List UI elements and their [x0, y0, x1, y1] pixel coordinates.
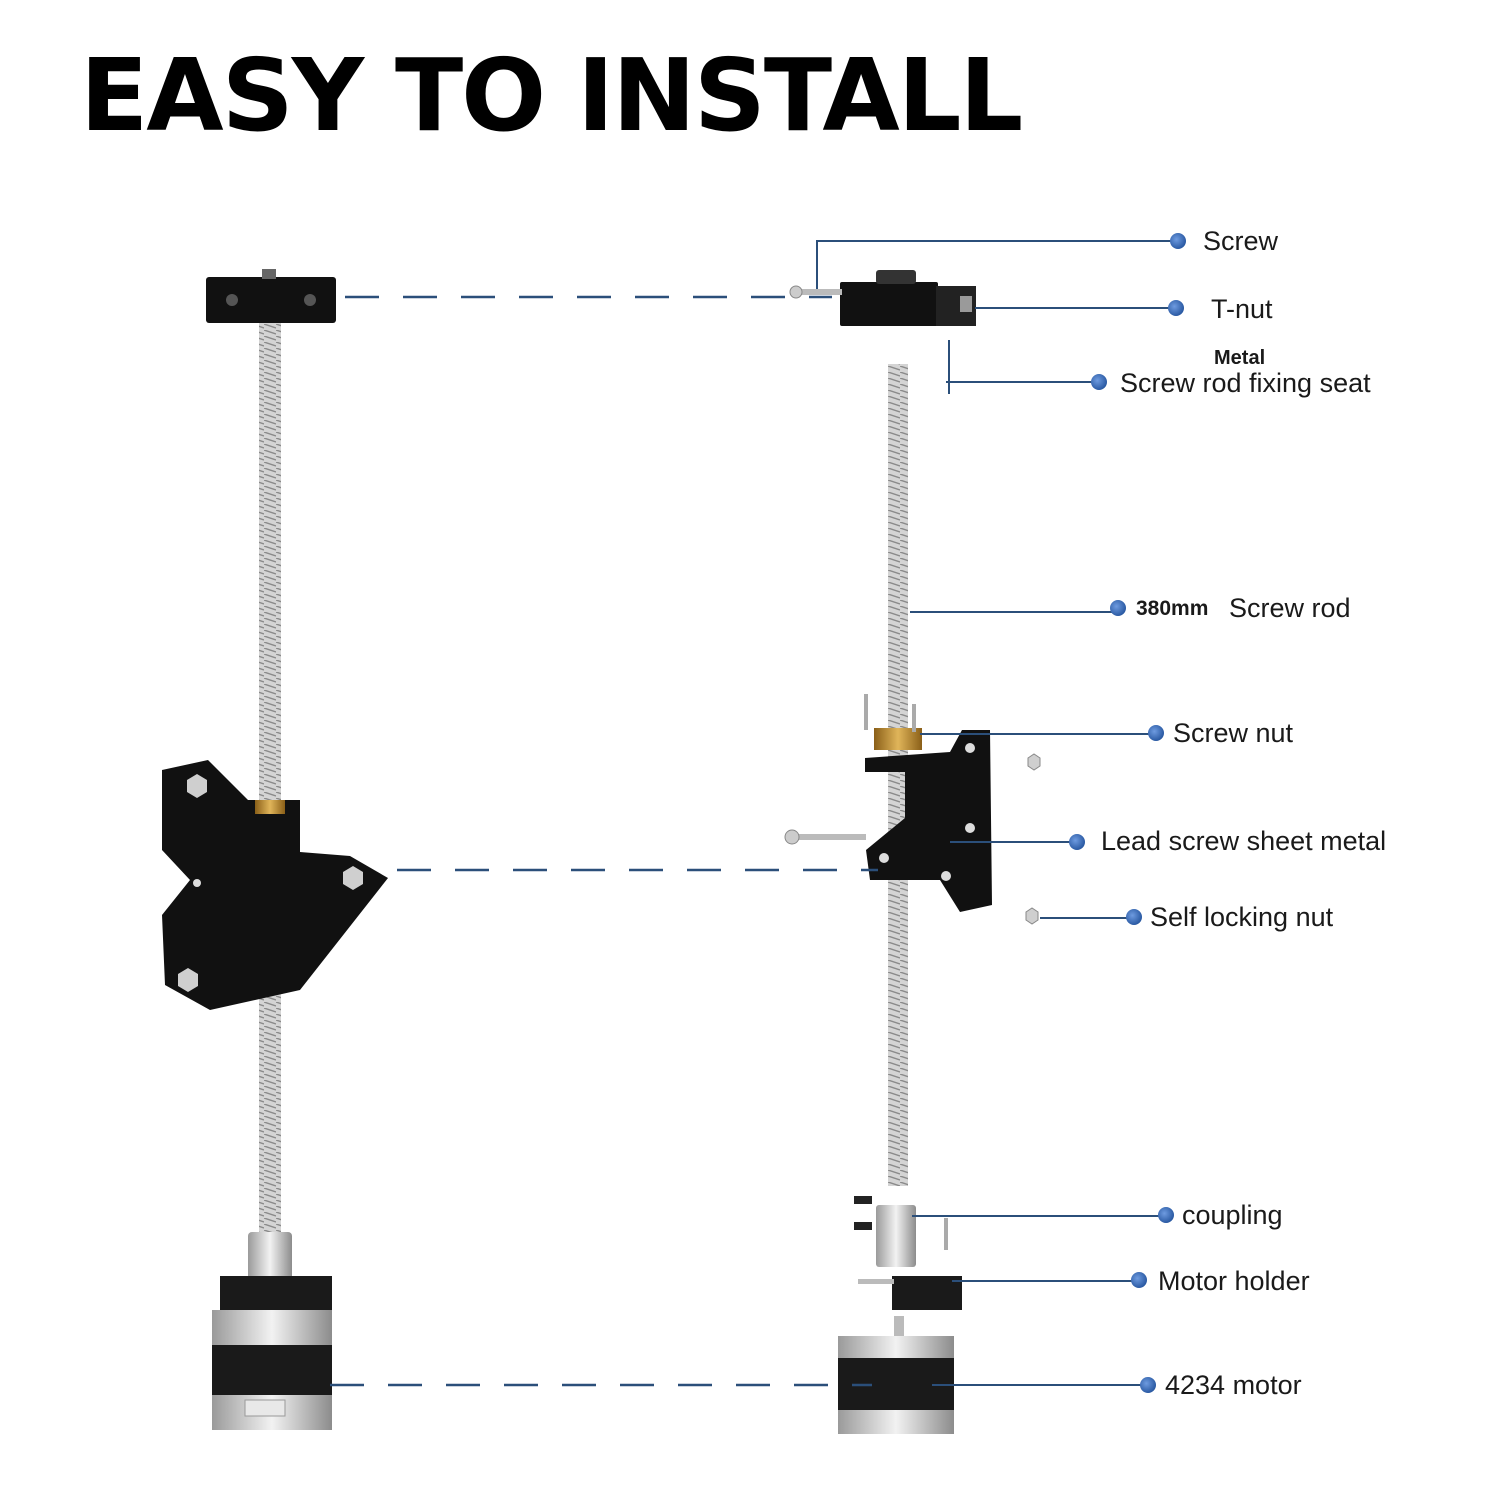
label-motor-holder: Motor holder — [1158, 1266, 1310, 1296]
label-coupling: coupling — [1182, 1200, 1283, 1230]
right-screw-part — [789, 285, 842, 299]
label-t-nut: T-nut — [1211, 294, 1273, 324]
dot-coupling — [1158, 1207, 1174, 1223]
label-fixing-seat: Screw rod fixing seat — [1120, 368, 1371, 398]
callout-dots — [1069, 233, 1186, 1393]
leader-screw — [816, 240, 1178, 289]
callout-leaders — [816, 240, 1178, 1386]
label-metal: Metal — [1214, 347, 1265, 369]
dot-sheet-metal — [1069, 834, 1085, 850]
right-self-locking-nut — [1025, 907, 1039, 925]
label-rod-length: 380mm — [1136, 597, 1208, 620]
dot-screw-nut — [1148, 725, 1164, 741]
right-motor-holder — [858, 1276, 962, 1310]
label-screw-nut: Screw nut — [1173, 718, 1294, 748]
left-sheet-metal — [162, 760, 388, 1010]
assembled-view — [162, 269, 388, 1430]
left-motor — [212, 1310, 332, 1430]
dot-motor-holder — [1131, 1272, 1147, 1288]
label-screw-rod: Screw rod — [1229, 593, 1351, 623]
page-title: EASY TO INSTALL — [80, 37, 1023, 154]
right-fixing-seat — [840, 270, 976, 326]
right-screw-rod — [888, 364, 908, 1186]
label-screw: Screw — [1203, 226, 1279, 256]
left-motor-holder — [220, 1276, 332, 1312]
right-screw-nut — [864, 694, 922, 750]
label-motor: 4234 motor — [1165, 1370, 1302, 1400]
dot-screw — [1170, 233, 1186, 249]
dot-t-nut — [1168, 300, 1184, 316]
dot-self-locking-nut — [1126, 909, 1142, 925]
right-motor — [838, 1316, 954, 1434]
callout-labels: Screw T-nut Metal Screw rod fixing seat … — [1101, 226, 1386, 1400]
left-fixing-seat — [206, 269, 336, 323]
right-sheet-bolt — [784, 829, 866, 845]
right-sheet-metal — [865, 730, 992, 912]
exploded-view — [784, 270, 1041, 1434]
label-self-locking-nut: Self locking nut — [1150, 902, 1334, 932]
dot-screw-rod — [1110, 600, 1126, 616]
alignment-dashes — [330, 295, 878, 1387]
label-sheet-metal: Lead screw sheet metal — [1101, 826, 1386, 856]
right-loose-nut — [1027, 753, 1041, 771]
dot-motor — [1140, 1377, 1156, 1393]
left-screw-rod — [259, 300, 281, 1240]
right-coupling — [854, 1196, 948, 1267]
dot-fixing-seat — [1091, 374, 1107, 390]
